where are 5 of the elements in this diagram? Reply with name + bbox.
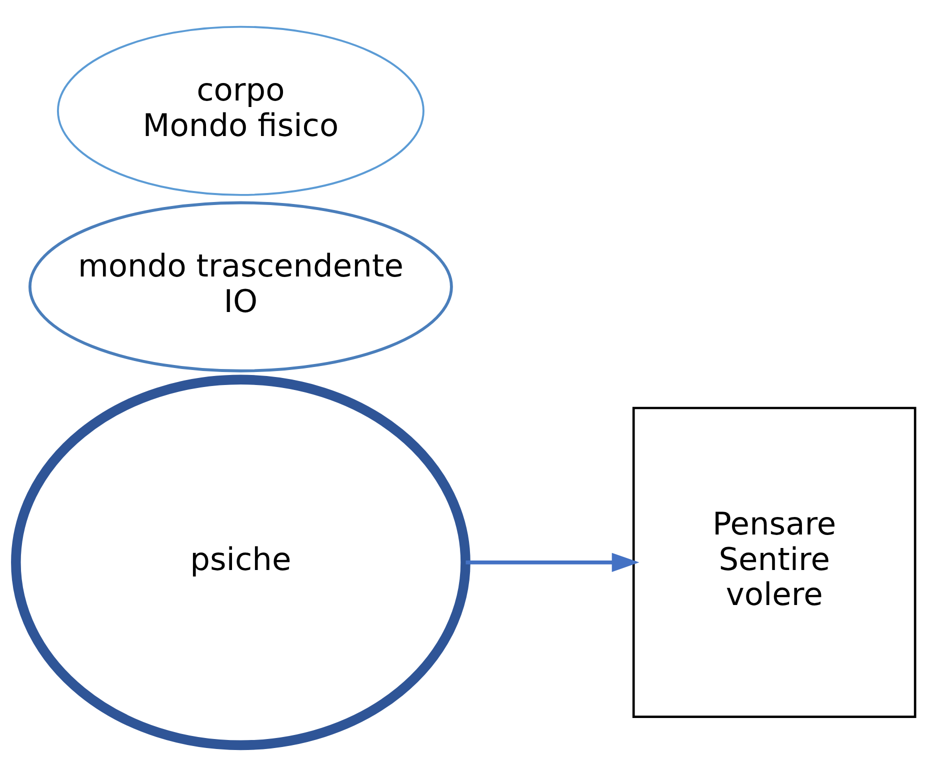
- node-box: Pensare Sentire volere: [632, 406, 916, 718]
- arrow: [466, 552, 640, 572]
- node-ellipse: mondo trascendente IO: [28, 201, 453, 372]
- node-ellipse: psiche: [11, 374, 470, 750]
- node-ellipse: corpo Mondo fisico: [56, 26, 424, 196]
